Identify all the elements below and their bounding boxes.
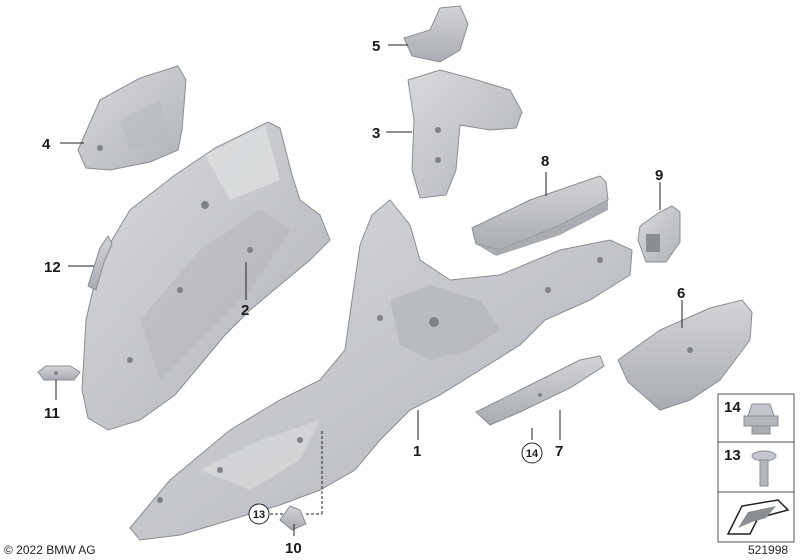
legend-label-13: 13 (724, 447, 741, 464)
part-7-plate[interactable] (475, 355, 605, 426)
leader-lines (55, 44, 683, 536)
arrow-symbol-icon (726, 499, 790, 535)
circled-callouts: 14 13 (248, 442, 543, 525)
callout-10: 10 (285, 540, 302, 557)
part-11-clip[interactable] (37, 365, 81, 381)
part-9-box[interactable] (637, 205, 681, 263)
circled-callout-14: 14 (526, 448, 539, 460)
callout-3: 3 (372, 125, 380, 142)
part-5-bracket[interactable] (403, 5, 469, 63)
callout-11: 11 (44, 405, 60, 422)
screw-icon (751, 450, 777, 487)
part-10-clip[interactable] (279, 505, 307, 531)
callout-8: 8 (541, 153, 549, 170)
part-3-pillar[interactable] (407, 69, 523, 199)
callout-1: 1 (413, 443, 421, 460)
legend-label-14: 14 (724, 399, 741, 416)
circled-callout-13: 13 (253, 509, 265, 521)
copyright-text: © 2022 BMW AG (4, 543, 96, 557)
legend-fasteners: 14 13 (717, 393, 795, 543)
callout-7: 7 (555, 443, 563, 460)
callout-4: 4 (42, 136, 51, 153)
callout-labels: 4 5 3 8 9 6 2 12 1 7 11 10 (42, 38, 685, 557)
callout-12: 12 (44, 259, 61, 276)
callout-9: 9 (655, 167, 663, 184)
part-2-wheel-arch[interactable] (81, 121, 331, 431)
part-4-strut-cover[interactable] (77, 65, 187, 171)
callout-2: 2 (241, 302, 249, 319)
callout-5: 5 (372, 38, 380, 55)
nut-icon (743, 403, 779, 435)
part-8-member[interactable] (471, 175, 609, 256)
part-1-side-frame[interactable] (129, 199, 633, 541)
part-6-member[interactable] (617, 299, 753, 411)
part-12-bracket[interactable] (87, 235, 113, 291)
diagram-number: 521998 (748, 543, 788, 557)
footer: © 2022 BMW AG 521998 (4, 543, 788, 557)
callout-6: 6 (677, 285, 685, 302)
